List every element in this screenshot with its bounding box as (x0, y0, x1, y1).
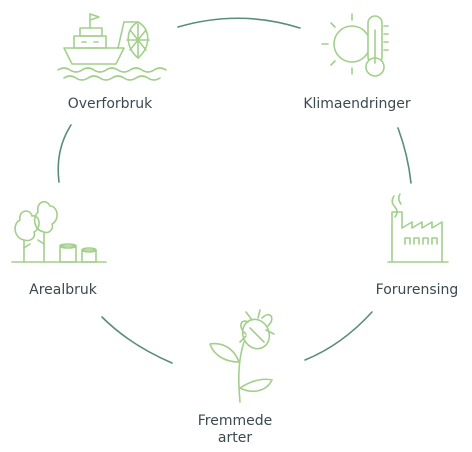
arc-klima-to-forurensing (397, 127, 412, 184)
factory-smoke-icon (387, 193, 449, 263)
label-klimaendringer: Klimaendringer (303, 96, 411, 112)
label-fremmede-arter: Fremmede arter (180, 413, 290, 447)
label-fremmede-line-1: Fremmede (197, 413, 273, 429)
arc-fremmede-to-arealbruk (101, 316, 173, 364)
label-fremmede-line-2: arter (217, 430, 253, 446)
arc-arealbruk-to-overforbruk (57, 124, 72, 183)
plant-with-bug-icon (209, 309, 275, 403)
trees-and-stumps-icon (11, 200, 107, 263)
sun-thermometer-icon (321, 13, 389, 77)
arc-overforbruk-to-klima (177, 17, 301, 29)
label-arealbruk: Arealbruk (29, 282, 97, 298)
arc-forurensing-to-fremmede (304, 311, 373, 361)
ship-fishing-net-icon (57, 13, 167, 81)
label-forurensing: Forurensing (375, 282, 459, 298)
label-overforbruk: Overforbruk (67, 96, 153, 112)
